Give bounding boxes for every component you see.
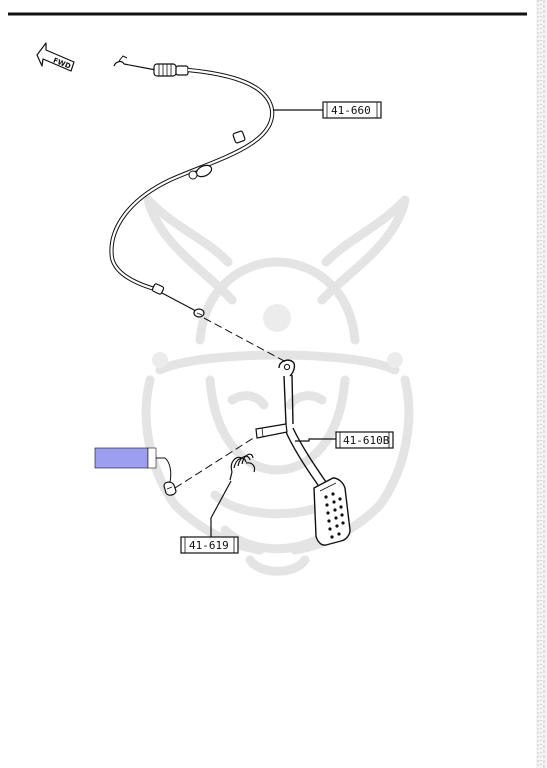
binding-edge	[536, 0, 547, 768]
watermark-emblem	[141, 195, 414, 576]
highlighted-part-box	[94, 447, 149, 469]
part-label-spring: 41-619	[189, 539, 229, 552]
callout-41-619: 41-619	[180, 480, 239, 554]
accelerator-cable	[109, 55, 275, 318]
pedal-pad-holes	[324, 492, 345, 539]
retaining-clip	[163, 481, 177, 496]
part-label-pedal: 41-610B	[343, 434, 390, 447]
return-spring	[229, 453, 256, 481]
connection-line-cable-pedal	[203, 317, 287, 363]
connection-line-clip-shaft	[174, 436, 256, 489]
highlighted-part-leader	[156, 457, 172, 483]
watermark-emblem-fill	[152, 304, 403, 368]
callout-41-660: 41-660	[273, 101, 382, 119]
fwd-label: FWD	[52, 56, 72, 70]
accelerator-pedal	[255, 359, 351, 546]
highlighted-part-tab	[147, 447, 157, 469]
part-label-cable: 41-660	[331, 104, 371, 117]
callout-41-610B: 41-610B	[295, 431, 394, 449]
fwd-arrow-icon: FWD	[36, 42, 75, 72]
